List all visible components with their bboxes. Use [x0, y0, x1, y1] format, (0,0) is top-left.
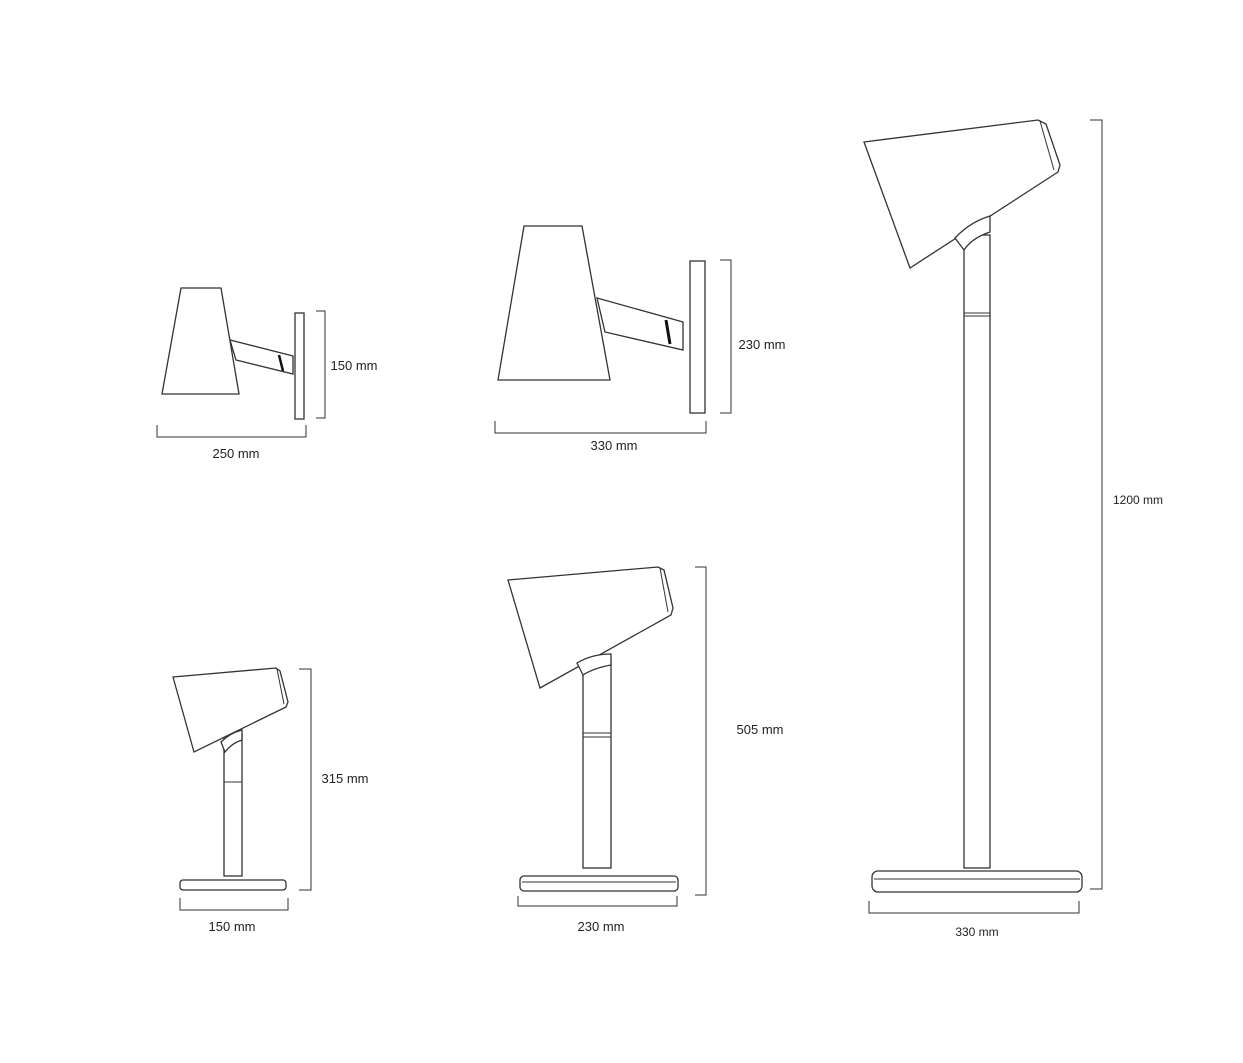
wall-lamp-large: [494, 225, 732, 434]
dimension-label: 330 mm: [591, 438, 638, 453]
dimension-label: 330 mm: [955, 925, 998, 939]
dimension-label: 315 mm: [322, 771, 369, 786]
dimension-label: 150 mm: [209, 919, 256, 934]
dimension-label: 250 mm: [213, 446, 260, 461]
floor-lamp: [863, 119, 1103, 914]
wall-lamp-small: [156, 287, 326, 438]
dimension-label: 505 mm: [737, 722, 784, 737]
dimension-label: 1200 mm: [1113, 493, 1163, 507]
dimension-label: 230 mm: [578, 919, 625, 934]
table-lamp-medium: [507, 566, 707, 907]
table-lamp-small: [172, 667, 312, 911]
dimension-label: 230 mm: [739, 337, 786, 352]
dimension-label: 150 mm: [331, 358, 378, 373]
